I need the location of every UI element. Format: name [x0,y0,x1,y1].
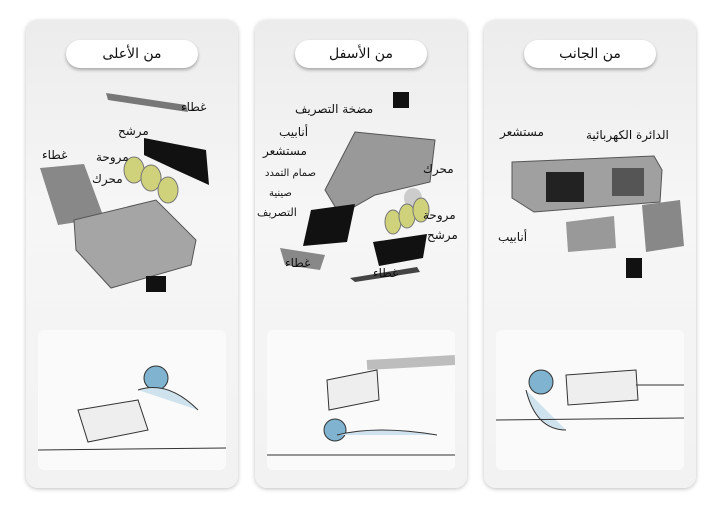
panel-title: من الجانب [524,40,656,68]
installation-illustration-bottom [267,330,456,470]
label-fan: مروحة [96,150,129,164]
label-cover: غطاء [181,100,207,114]
panel-from-top: من الأعلى غطاء مرشح غطاء مروحة محرك [26,20,238,488]
label-pipes: أنابيب [498,230,528,244]
label-fan: مروحة [423,208,456,222]
label-pipes: أنابيب [279,125,309,139]
panel-title: من الأسفل [295,40,427,68]
installation-illustration-top [37,330,227,470]
label-sensor: مستشعر [500,125,544,139]
exploded-unit-side-view [511,155,684,278]
label-cover-side: غطاء [42,148,68,162]
installation-illustration-side [495,330,685,470]
label-circuit: الدائرة الكهربائية [586,128,669,142]
label-cover: غطاء [285,256,311,270]
label-drain-pan-2: التصريف [257,206,297,219]
label-motor: محرك [92,172,123,186]
label-drain-pan: صينية [269,188,292,199]
panel-from-bottom: من الأسفل مضخة التصريف أنابيب مستشعر صما… [255,20,467,488]
label-sensor: مستشعر [263,144,307,158]
panel-from-side: من الجانب مستشعر الدائرة الكهربائية أناب… [484,20,696,488]
label-filter: مرشح [427,228,458,242]
label-motor: محرك [423,162,454,176]
label-filter: مرشح [118,124,149,138]
panel-title: من الأعلى [66,40,198,68]
label-cover-bottom: غطاء [373,266,399,280]
exploded-unit-bottom-view [280,92,436,282]
label-expansion-valve: صمام التمدد [265,168,317,179]
label-drain-pump: مضخة التصريف [295,102,374,116]
exploded-unit-top-view [40,93,209,292]
